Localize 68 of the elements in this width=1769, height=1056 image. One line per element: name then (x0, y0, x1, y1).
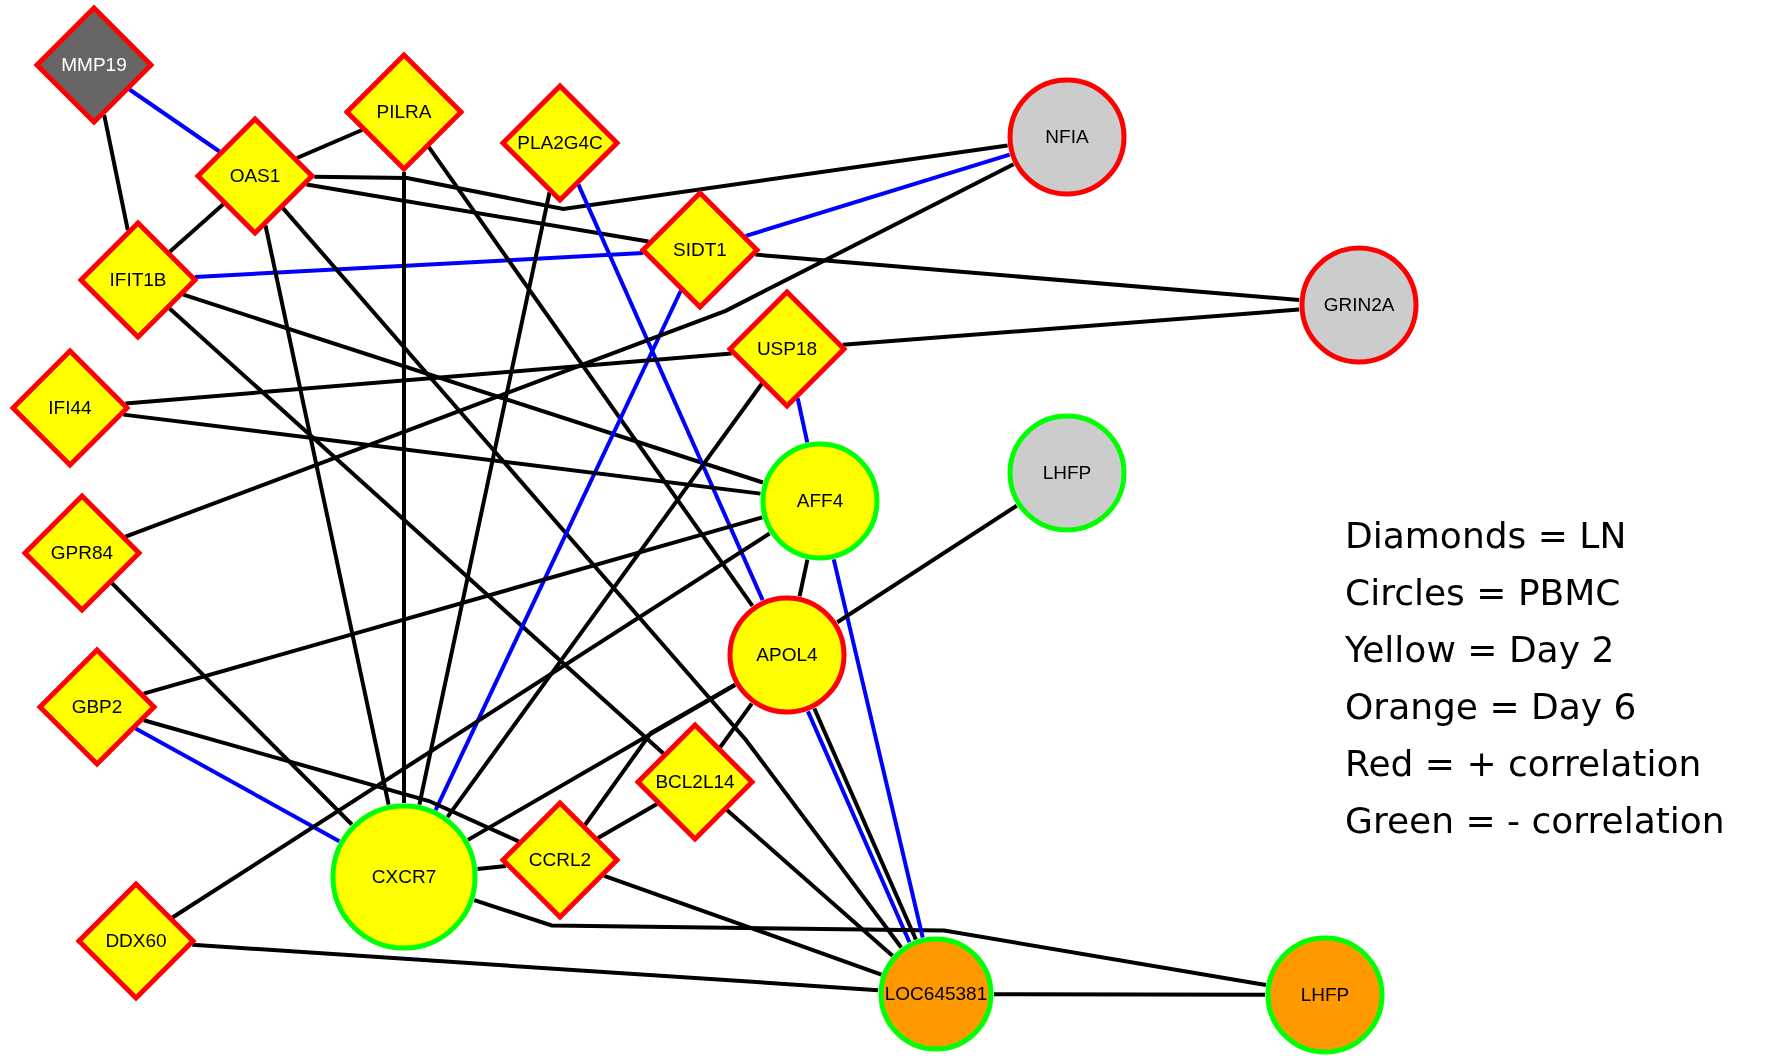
edge-line (168, 306, 665, 756)
edge-line (445, 382, 764, 819)
key-note: Orange = Day 6 (1345, 686, 1637, 727)
key-note: Diamonds = LN (1345, 515, 1627, 556)
gene-label: IFI44 (48, 397, 92, 419)
edge-line (597, 802, 658, 840)
gene-label: PLA2G4C (517, 132, 603, 154)
key-note: Green = - correlation (1345, 800, 1725, 841)
edge-line (576, 183, 765, 601)
gene-label: MMP19 (61, 54, 127, 76)
edge-line (123, 412, 761, 496)
gene-label: NFIA (1045, 126, 1089, 148)
edge-line (314, 143, 1008, 211)
edge-line (125, 351, 732, 406)
gene-label: GRIN2A (1323, 294, 1395, 316)
gene-label: LOC645381 (884, 983, 988, 1005)
edge-line (402, 172, 406, 803)
gene-label: GBP2 (71, 696, 123, 718)
edge-line (427, 146, 755, 608)
edge-line (143, 515, 763, 696)
gene-label: GPR84 (50, 542, 114, 564)
gene-label: CXCR7 (371, 866, 437, 888)
edge-line (994, 992, 1265, 997)
edge-line (433, 289, 683, 811)
edge-line (281, 206, 903, 949)
key-note: Yellow = Day 2 (1345, 629, 1615, 670)
gene-label: IFIT1B (109, 269, 167, 291)
gene-label: APOL4 (756, 644, 818, 666)
edge-line (194, 251, 644, 279)
edge-line (143, 718, 520, 844)
edge-line (725, 808, 894, 958)
edge-line (583, 683, 736, 827)
gene-label: CCRL2 (528, 849, 592, 871)
edge-line (718, 702, 754, 749)
edge-line (128, 87, 221, 154)
edge-line (836, 504, 1018, 624)
gene-label: LHFP (1042, 462, 1092, 484)
edge-line (192, 942, 879, 993)
key-note: Red = + correlation (1345, 743, 1702, 784)
gene-label: OAS1 (229, 165, 281, 187)
edge-line (417, 192, 552, 806)
gene-label: AFF4 (796, 490, 844, 512)
gene-label: USP18 (756, 338, 818, 360)
edge-line (755, 252, 1300, 302)
edge-line (124, 162, 1015, 539)
edge-line (745, 152, 1011, 238)
edge-line (603, 873, 883, 977)
gene-label: LHFP (1300, 984, 1350, 1006)
key-note: Circles = PBMC (1345, 572, 1621, 613)
gene-label: DDX60 (105, 930, 167, 952)
edge-line (168, 202, 225, 254)
edge-line (263, 225, 391, 806)
gene-label: SIDT1 (673, 239, 727, 261)
edge-line (296, 128, 363, 160)
edge-line (477, 863, 507, 871)
edge-line (795, 397, 810, 443)
gene-label: PILRA (376, 101, 432, 123)
edge-line (306, 182, 649, 244)
edge-line (831, 558, 925, 938)
edge-line (110, 581, 354, 826)
gene-label: BCL2L14 (655, 771, 735, 793)
edge-line (182, 292, 764, 485)
edge-line (134, 726, 341, 843)
edge-line (102, 114, 130, 231)
edge-line (842, 307, 1300, 347)
edge-line (171, 531, 771, 920)
edge-line (473, 898, 1267, 987)
edge-line (797, 559, 810, 597)
